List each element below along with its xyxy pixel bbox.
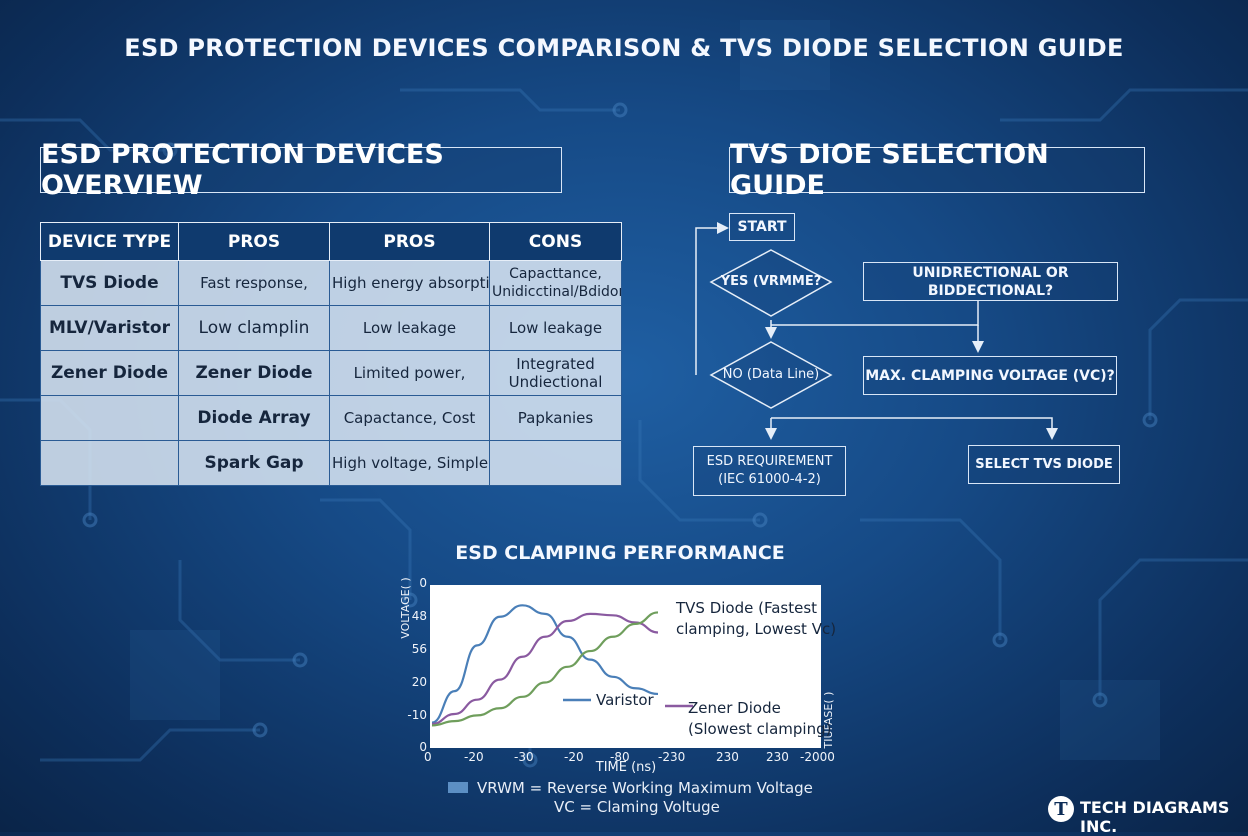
table-row: Zener Diode Zener Diode Limited power, I… [40, 350, 622, 396]
table-cell: Capactance, Cost [329, 395, 490, 441]
x-tick-label: 0 [424, 750, 432, 764]
table-row: Diode Array Capactance, Cost Papkanies [40, 395, 622, 441]
table-row: Spark Gap High voltage, Simple [40, 440, 622, 486]
no-decision-label: NO (Data Line) [722, 367, 820, 382]
x-tick-label: -230 [658, 750, 686, 764]
x-tick-label: -20 [564, 750, 584, 764]
table-cell: Limited power, [329, 350, 490, 396]
table-cell: TVS Diode [40, 260, 179, 306]
y-tick-label: -10 [407, 708, 427, 722]
no-decision-diamond [709, 341, 833, 409]
legend-line-2: VC = Claming Voltuge [554, 798, 720, 816]
zener-key-line [665, 704, 693, 708]
comparison-table: DEVICE TYPE PROS PROS CONS TVS Diode Fas… [40, 222, 622, 486]
y-tick-label: 56 [411, 642, 427, 656]
x-tick-label: -2000 [800, 750, 835, 764]
y-tick-label: 48 [411, 609, 427, 623]
x-tick-label: 230 [716, 750, 739, 764]
table-cell: Papkanies [489, 395, 622, 441]
table-cell: Fast response, [178, 260, 330, 306]
x-tick-label: -80 [610, 750, 630, 764]
table-cell: Low leakage [329, 305, 490, 351]
start-node: START [729, 213, 795, 241]
column-header: PROS [329, 222, 490, 261]
column-header: DEVICE TYPE [40, 222, 179, 261]
table-cell: Low leakage [489, 305, 622, 351]
varistor-key-line [563, 698, 591, 702]
table-cell: MLV/Varistor [40, 305, 179, 351]
y-tick-label: 0 [419, 576, 427, 590]
x-tick-label: -30 [514, 750, 534, 764]
table-cell [489, 440, 622, 486]
column-header: PROS [178, 222, 330, 261]
chart-title: ESD CLAMPING PERFORMANCE [455, 542, 785, 564]
series-line-2 [431, 611, 659, 727]
column-header: CONS [489, 222, 622, 261]
table-cell: Spark Gap [178, 440, 330, 486]
table-cell: High voltage, Simple [329, 440, 490, 486]
table-row: MLV/Varistor Low clamplin Low leakage Lo… [40, 305, 622, 351]
table-cell: Diode Array [178, 395, 330, 441]
x-axis-label: TIME (ns) [595, 760, 657, 775]
direction-node: UNIDRECTIONAL OR BIDDECTIONAL? [863, 262, 1118, 301]
table-header-row: DEVICE TYPE PROS PROS CONS [40, 222, 622, 261]
x-tick-label: 230 [766, 750, 789, 764]
legend-line-1: VRWM = Reverse Working Maximum Voltage [477, 779, 813, 797]
yes-decision-label: YES (VRMME? [720, 274, 822, 289]
chart-lines [431, 604, 659, 727]
clamping-node: MAX. CLAMPING VOLTAGE (VC)? [863, 356, 1117, 395]
table-cell: Integrated Undiectional [489, 350, 622, 396]
series-line-0 [431, 604, 659, 724]
annotation-zener: Zener Diode (Slowest clamping) [688, 699, 832, 738]
legend-swatch [448, 782, 468, 793]
y-tick-label: 0 [419, 740, 427, 754]
x-tick-label: -20 [464, 750, 484, 764]
table-cell: Capacttance, Unidicctinal/Bdidonal [489, 260, 622, 306]
table-cell [40, 440, 179, 486]
esd-requirement-node: ESD REQUIREMENT (IEC 61000-4-2) [693, 446, 846, 496]
table-row: TVS Diode Fast response, High energy abs… [40, 260, 622, 306]
table-cell: Zener Diode [40, 350, 179, 396]
table-cell [40, 395, 179, 441]
table-cell: Zener Diode [178, 350, 330, 396]
y-tick-label: 20 [411, 675, 427, 689]
table-cell: Low clamplin [178, 305, 330, 351]
annotation-varistor: Varistor [596, 691, 654, 709]
table-cell: High energy absorption [329, 260, 490, 306]
chart-plot-area [430, 585, 821, 748]
brand-logo-icon: T [1048, 796, 1074, 822]
select-tvs-node: SELECT TVS DIODE [968, 445, 1120, 484]
annotation-tvs: TVS Diode (Fastest clamping, Lowest Vc) [676, 599, 837, 638]
brand-name: TECH DIAGRAMS INC. [1080, 798, 1230, 836]
yes-decision-diamond [709, 249, 833, 317]
series-line-1 [431, 612, 659, 726]
page-title: ESD PROTECTION DEVICES COMPARISON & TVS … [124, 34, 1124, 62]
